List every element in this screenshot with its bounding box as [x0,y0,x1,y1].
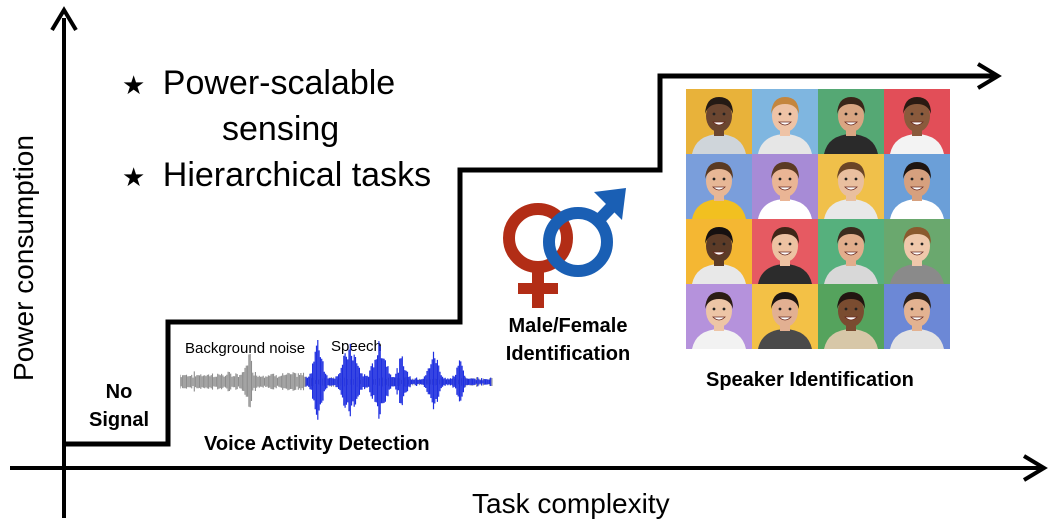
portrait-icon [752,284,818,349]
face-photo [884,284,950,349]
gender-id-line2: Identification [505,343,631,365]
face-photo [752,284,818,349]
gender-symbols-icon [503,188,626,308]
face-photo [884,219,950,284]
bullet-text: Hierarchical tasks [162,156,432,194]
face-photo [686,284,752,349]
portrait-icon [818,219,884,284]
portrait-icon [884,89,950,154]
star-icon: ★ [122,162,146,192]
bullet-power-scalable: ★ Power-scalable [122,63,395,105]
portrait-icon [884,154,950,219]
star-icon: ★ [122,70,146,100]
bullet-text-line2: sensing [222,110,340,148]
staircase-arrowhead [976,62,1002,90]
speaker-faces-grid [686,89,950,349]
portrait-icon [686,284,752,349]
background-noise-label: Background noise [185,340,306,357]
male-symbol-icon [543,188,626,277]
portrait-icon [884,284,950,349]
portrait-icon [686,89,752,154]
no-signal-line1: No [105,381,133,403]
speech-label: Speech [331,338,382,355]
speech-waveform [305,340,492,420]
audio-waveform [180,340,493,420]
face-photo [884,89,950,154]
bullet-power-scalable-cont: sensing [222,109,339,149]
speaker-id-label: Speaker Identification [706,369,914,391]
x-axis-arrowhead [1022,454,1048,482]
face-photo [884,154,950,219]
face-photo [686,89,752,154]
vad-label: Voice Activity Detection [204,433,430,455]
face-photo [752,89,818,154]
noise-waveform [180,354,306,408]
face-photo [686,154,752,219]
portrait-icon [752,89,818,154]
gender-id-line1: Male/Female [508,315,628,337]
face-photo [818,219,884,284]
face-photo [818,89,884,154]
female-symbol-icon [503,203,573,308]
face-photo [752,154,818,219]
gender-id-label: Male/Female Identification [490,312,646,368]
portrait-icon [686,154,752,219]
face-photo [686,219,752,284]
portrait-icon [686,219,752,284]
portrait-icon [752,154,818,219]
portrait-icon [884,219,950,284]
face-photo [818,284,884,349]
power-staircase-line [66,73,994,447]
face-photo [752,219,818,284]
no-signal-line2: Signal [88,409,149,431]
no-signal-label: No Signal [84,378,154,434]
y-axis-arrowhead [50,6,78,32]
face-photo [818,154,884,219]
y-axis-label: Power consumption [8,135,39,381]
x-axis-label: Task complexity [472,488,670,519]
portrait-icon [818,284,884,349]
bullet-text-line1: Power-scalable [162,64,396,102]
portrait-icon [818,89,884,154]
bullet-hierarchical-tasks: ★ Hierarchical tasks [122,155,431,197]
portrait-icon [752,219,818,284]
portrait-icon [818,154,884,219]
